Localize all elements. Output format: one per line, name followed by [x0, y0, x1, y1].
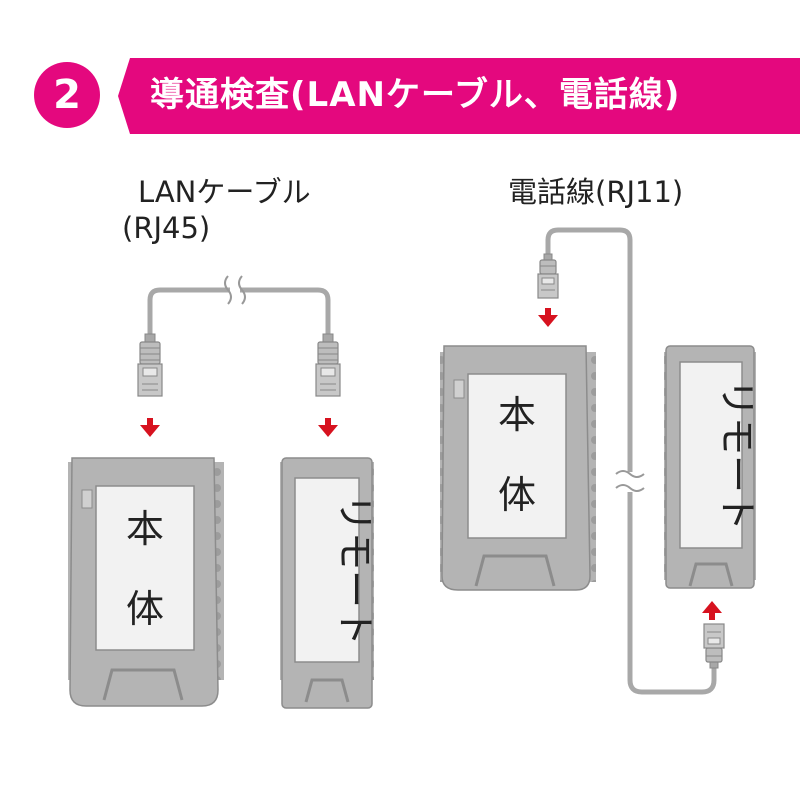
lan-cable [147, 275, 331, 338]
step-number-badge: 2 [34, 62, 100, 128]
lan-main-unit: 本 体 [68, 457, 224, 707]
lan-arrow-right-icon [318, 418, 338, 437]
phone-main-unit: 本 体 [440, 345, 596, 591]
header-banner [0, 58, 800, 134]
phone-plug-bottom-icon [703, 623, 725, 669]
phone-remote-unit: リモート [664, 345, 759, 589]
header-band [118, 58, 800, 134]
phone-line-title: 電話線(RJ11) [508, 175, 684, 209]
page-title: 導通検査(LANケーブル、電話線) [150, 75, 681, 115]
lan-remote-unit: リモート [280, 457, 377, 709]
lan-main-char-1: 本 [126, 507, 164, 551]
phone-remote-label: リモート [715, 379, 759, 531]
lan-plug-right-icon [315, 333, 341, 397]
lan-main-char-2: 体 [126, 587, 164, 631]
phone-cable [545, 227, 717, 695]
phone-arrow-top-icon [538, 308, 558, 327]
phone-arrow-bottom-icon [702, 601, 722, 620]
lan-arrow-left-icon [140, 418, 160, 437]
phone-main-char-2: 体 [498, 473, 536, 517]
phone-plug-top-icon [537, 253, 559, 299]
phone-main-char-1: 本 [498, 393, 536, 437]
lan-cable-subtitle: (RJ45) [122, 211, 211, 245]
lan-plug-left-icon [137, 333, 163, 397]
lan-cable-title: LANケーブル [138, 175, 311, 209]
lan-remote-label: リモート [333, 494, 377, 646]
